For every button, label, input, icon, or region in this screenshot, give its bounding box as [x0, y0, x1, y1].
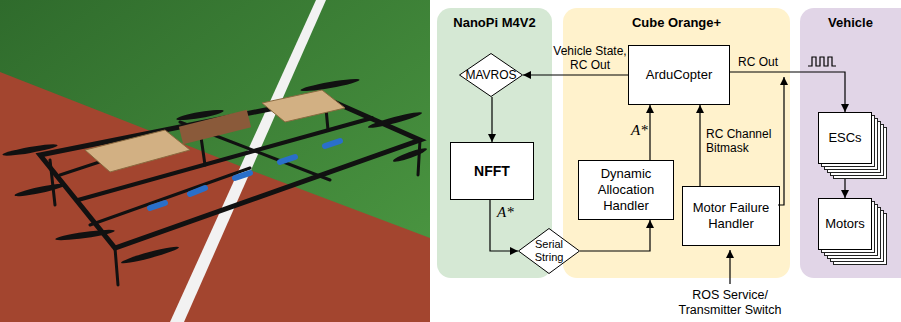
frame-leg [50, 98, 420, 285]
connector-arrow [580, 220, 650, 251]
process-box: NFFT [450, 142, 534, 200]
panel-title: Cube Orange+ [563, 15, 790, 30]
propeller [176, 108, 224, 122]
edge-label: RC Channel Bitmask [706, 127, 780, 155]
connector-arrow [649, 105, 650, 160]
connector-arrow [523, 74, 628, 75]
wooden-board [262, 90, 345, 122]
node-text: Motors [820, 216, 870, 232]
stacked-box: ESCs [818, 112, 872, 164]
propeller [120, 244, 180, 265]
edge-label: Vehicle State, RC Out [552, 44, 628, 72]
drone-photo [0, 0, 430, 322]
diamond-shape [460, 54, 523, 97]
drone-frame [40, 98, 420, 285]
turf [0, 0, 430, 322]
propeller [367, 110, 423, 130]
frame-tube [40, 98, 420, 248]
process-box: ArduCopter [628, 45, 730, 105]
propeller [55, 228, 115, 242]
connector-arrow [699, 105, 700, 186]
propeller [392, 146, 428, 164]
pwm-pulse-symbol [808, 57, 836, 66]
panel-title: Vehicle [800, 15, 901, 30]
decision-diamond: Serial String [518, 228, 580, 274]
diamond-shape [519, 229, 580, 274]
input-wire [729, 250, 730, 284]
bitmask-wire [778, 77, 784, 205]
propeller [14, 182, 66, 199]
propeller [2, 142, 58, 158]
stacked-box: Motors [818, 198, 872, 250]
connector-arrow [491, 97, 492, 142]
vehicle-panel: VehicleESCsMotors [800, 8, 901, 278]
decision-diamond: MAVROS [459, 53, 523, 97]
process-box: Motor Failure Handler [682, 186, 780, 246]
panel-title: NanoPi M4V2 [437, 15, 552, 30]
propellers [2, 77, 428, 266]
node-text: Dynamic Allocation Handler [579, 166, 673, 214]
node-text: ArduCopter [641, 67, 717, 83]
input-label: ROS Service/ Transmitter Switch [668, 288, 792, 318]
process-box: Dynamic Allocation Handler [578, 160, 674, 220]
edge-label: A* [631, 123, 648, 137]
propeller [300, 77, 360, 93]
connector-arrow [844, 179, 845, 198]
field-line [170, 0, 326, 322]
wooden-board [85, 130, 190, 172]
node-text: Motor Failure Handler [683, 200, 779, 232]
connector-arrow [730, 72, 845, 112]
node-text: NFFT [469, 163, 515, 180]
compute-panel: NanoPi M4V2MAVROS NFFT [437, 8, 552, 278]
edge-label: A* [497, 205, 514, 219]
node-text: MAVROS [465, 68, 516, 82]
connector-arrow [490, 200, 518, 251]
running-track [0, 72, 430, 322]
node-text: Serial String [529, 238, 569, 264]
node-text: ESCs [823, 130, 866, 146]
edge-label: RC Out [738, 55, 778, 69]
